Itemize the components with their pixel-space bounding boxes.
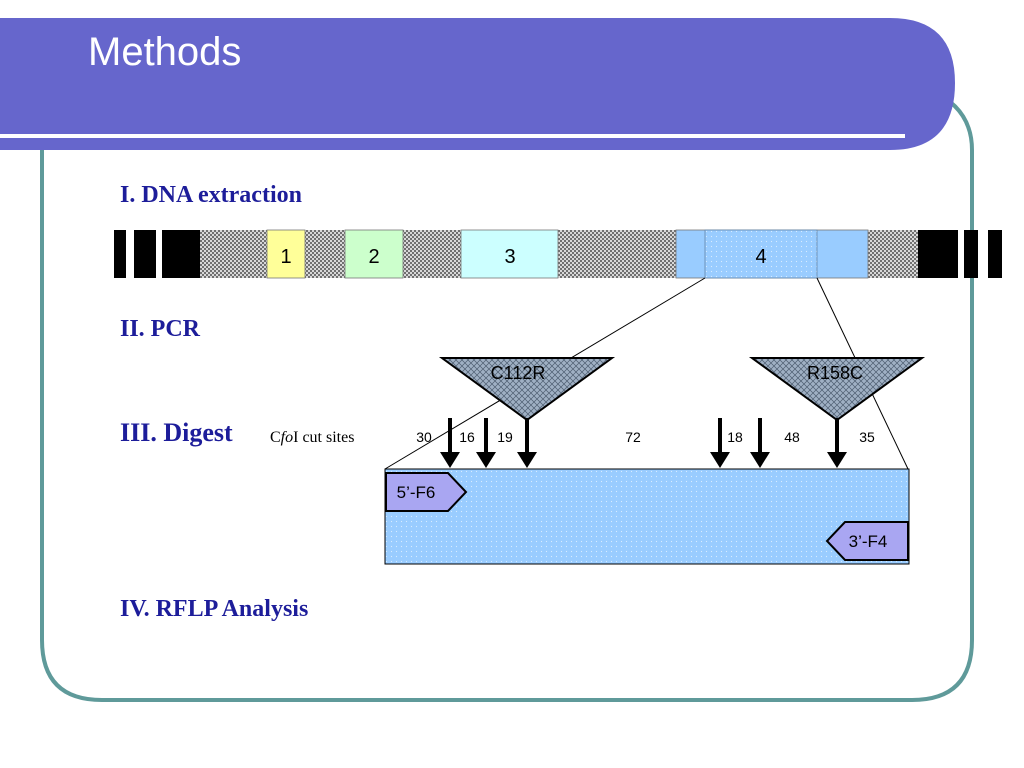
gene-diagram: 1 2 3 4 — [114, 229, 1002, 279]
exon-3-label: 3 — [504, 246, 515, 268]
gene-end-block-right-2 — [964, 230, 978, 278]
fragment-size-5: 18 — [727, 429, 743, 445]
mutation-c112r: C112R — [438, 357, 616, 422]
exon-2-label: 2 — [368, 246, 379, 268]
mutation-c112r-triangle — [438, 357, 616, 422]
fragment-size-4: 72 — [625, 429, 641, 445]
reverse-primer-shape — [825, 521, 909, 561]
cut-arrow-6 — [827, 418, 847, 468]
exon-2-box — [344, 229, 404, 279]
header-banner — [0, 18, 955, 150]
exon-4-label: 4 — [755, 246, 766, 268]
step-rflp-analysis: IV. RFLP Analysis — [120, 596, 309, 622]
mutation-r158c-label: R158C — [807, 363, 863, 383]
gene-end-block-left-1 — [114, 230, 126, 278]
fragment-size-7: 35 — [859, 429, 875, 445]
fragment-size-3: 19 — [497, 429, 513, 445]
step-dna-extraction: I. DNA extraction — [120, 182, 302, 208]
cut-site-arrows — [440, 418, 847, 468]
gene-end-block-right-1 — [918, 230, 958, 278]
slide-title: Methods — [88, 30, 242, 74]
fragment-size-1: 30 — [416, 429, 432, 445]
enzyme-cut-sites-label: CfoI cut sites — [270, 429, 354, 446]
fragment-size-2: 16 — [459, 429, 475, 445]
exon-1-box — [266, 229, 306, 279]
forward-primer-shape — [385, 472, 468, 512]
cut-arrow-4 — [710, 418, 730, 468]
exon-3-box — [460, 229, 559, 279]
step-digest: III. Digest — [120, 418, 233, 447]
gene-end-block-right-3 — [988, 230, 1002, 278]
step-pcr: II. PCR — [120, 316, 201, 342]
cut-arrow-2 — [476, 418, 496, 468]
cut-arrow-5 — [750, 418, 770, 468]
cut-arrow-1 — [440, 418, 460, 468]
mutation-r158c: R158C — [748, 357, 926, 422]
exon-1-label: 1 — [280, 246, 291, 268]
gene-end-block-left-3 — [162, 230, 200, 278]
reverse-primer-label: 3’-F4 — [849, 532, 888, 551]
mutation-c112r-label: C112R — [491, 363, 546, 383]
forward-primer-label: 5’-F6 — [397, 483, 436, 502]
amplicon-box — [384, 468, 910, 565]
mutation-r158c-triangle — [748, 357, 926, 422]
gene-end-block-left-2 — [134, 230, 156, 278]
content-frame — [40, 88, 974, 702]
cut-arrow-3 — [517, 418, 537, 468]
fragment-size-6: 48 — [784, 429, 800, 445]
exon-4-amplicon-region — [704, 229, 818, 279]
